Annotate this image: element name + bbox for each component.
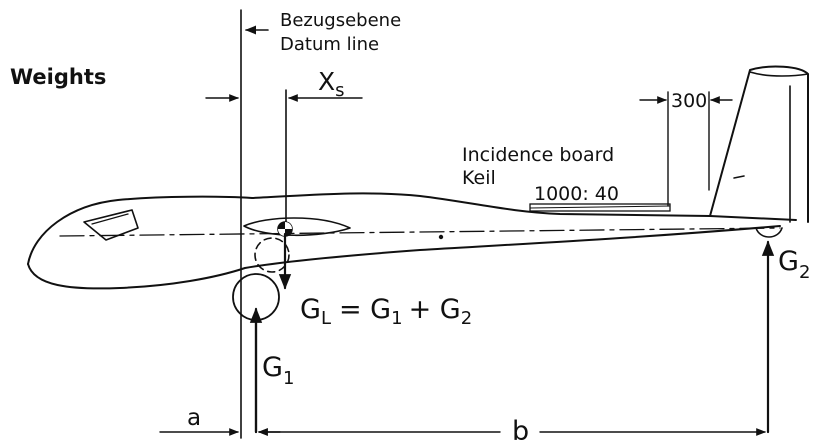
datum-label: Bezugsebene Datum line [244, 10, 401, 55]
g1-reaction: G1 [249, 307, 294, 434]
dimension-b-label: b [512, 416, 529, 442]
xs-label: Xs [318, 67, 345, 101]
datum-label-en: Datum line [280, 34, 379, 55]
dimension-300: 300 [639, 90, 733, 207]
incidence-ratio: 1000: 40 [534, 183, 619, 205]
center-of-gravity [277, 221, 293, 290]
datum-label-de: Bezugsebene [280, 10, 401, 31]
g2-label: G2 [778, 246, 810, 283]
glider-outline [27, 65, 809, 321]
cg-dimension: Xs [205, 67, 363, 229]
dimension-a: a [159, 405, 281, 436]
incidence-label-en: Incidence board [462, 144, 614, 166]
dimension-300-label: 300 [671, 90, 707, 112]
incidence-board: Incidence board Keil 1000: 40 [462, 144, 671, 212]
gl-equation: GL= G1+ G2 [300, 294, 472, 329]
g1-label: G1 [262, 352, 294, 389]
dimension-b: b [258, 416, 766, 442]
diagram-title: Weights [10, 65, 106, 89]
incidence-label-de: Keil [462, 167, 496, 189]
dimension-a-label: a [187, 405, 201, 431]
g2-reaction: G2 [761, 240, 810, 434]
